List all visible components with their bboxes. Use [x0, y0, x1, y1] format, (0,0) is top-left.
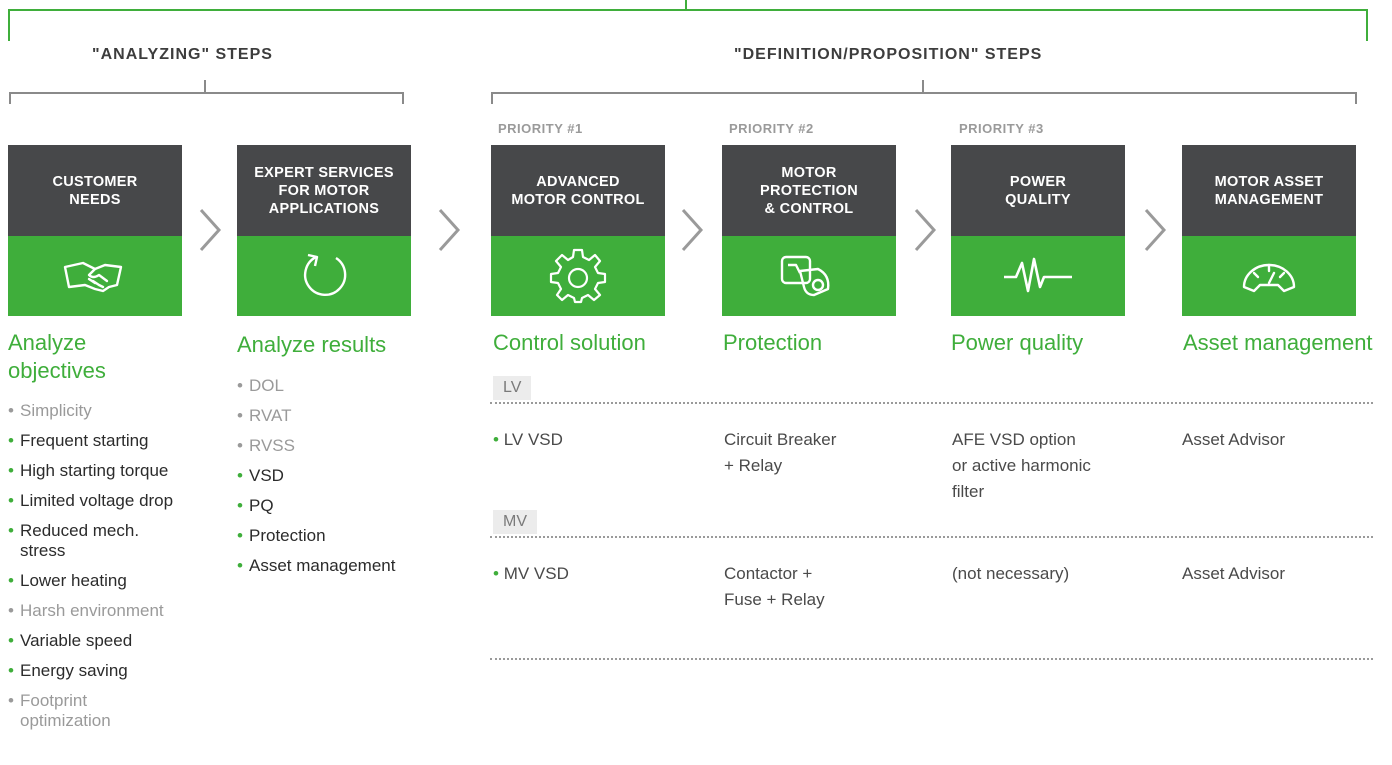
- gear-icon: [549, 248, 607, 304]
- lv-asset-cell: Asset Advisor: [1182, 430, 1285, 449]
- list-item: •Simplicity: [8, 401, 92, 420]
- heading-control-solution: Control solution: [493, 330, 646, 355]
- list-item: •RVSS: [237, 436, 295, 455]
- waveform-icon: [1004, 257, 1072, 293]
- list-item: •VSD: [237, 466, 284, 485]
- priority-1-label: PRIORITY #1: [498, 121, 583, 136]
- results-list: •DOL •RVAT •RVSS •VSD •PQ •Protection •A…: [237, 376, 447, 586]
- lv-control-cell: • LV VSD: [493, 430, 563, 449]
- priority-2-label: PRIORITY #2: [729, 121, 814, 136]
- card-title: MOTOR PROTECTION & CONTROL: [722, 145, 896, 236]
- list-item: •DOL: [237, 376, 284, 395]
- divider: [490, 402, 1373, 404]
- refresh-icon: [303, 253, 347, 296]
- mv-power-quality-cell: (not necessary): [952, 564, 1070, 583]
- list-item: •Energy saving: [8, 661, 128, 680]
- list-item: •PQ: [237, 496, 274, 515]
- list-item: •Limited voltage drop: [8, 491, 174, 510]
- mv-asset-cell: Asset Advisor: [1182, 564, 1285, 583]
- definition-steps-title: "DEFINITION/PROPOSITION" STEPS: [734, 46, 1043, 63]
- card-motor-protection: MOTOR PROTECTION & CONTROL: [722, 145, 896, 316]
- card-title: ADVANCED MOTOR CONTROL: [491, 145, 665, 236]
- top-bracket: [8, 9, 1368, 41]
- card-advanced-motor-control: ADVANCED MOTOR CONTROL: [491, 145, 665, 316]
- list-item: •Lower heating: [8, 571, 127, 590]
- handshake-icon: [63, 261, 123, 293]
- card-title: CUSTOMER NEEDS: [8, 145, 182, 236]
- heading-asset-management: Asset management: [1183, 330, 1373, 355]
- gauge-icon: [1242, 263, 1296, 293]
- list-item: •Protection: [237, 526, 326, 545]
- protection-icon: [780, 255, 830, 296]
- list-item: •Frequent starting: [8, 431, 149, 450]
- mv-tag: MV: [493, 510, 537, 534]
- chevron-right-icon: [438, 208, 461, 252]
- chevron-right-icon: [1144, 208, 1167, 252]
- list-item: •Reduced mech. stress: [8, 521, 140, 560]
- heading-analyze-results: Analyze results: [237, 332, 387, 357]
- chevron-right-icon: [199, 208, 222, 252]
- heading-protection: Protection: [723, 330, 823, 355]
- divider: [490, 536, 1373, 538]
- card-customer-needs: CUSTOMER NEEDS: [8, 145, 182, 316]
- list-item: •Footprint optimization: [8, 691, 111, 730]
- card-power-quality: POWER QUALITY: [951, 145, 1125, 316]
- analyzing-steps-title: "ANALYZING" STEPS: [92, 46, 273, 63]
- card-title: POWER QUALITY: [951, 145, 1125, 236]
- top-bracket-stem: [685, 0, 687, 10]
- heading-power-quality: Power quality: [951, 330, 1084, 355]
- card-title: EXPERT SERVICES FOR MOTOR APPLICATIONS: [237, 145, 411, 236]
- divider: [490, 658, 1373, 660]
- analyzing-bracket: [9, 92, 404, 104]
- mv-control-cell: • MV VSD: [493, 564, 569, 583]
- mv-protection-cell: Contactor + Fuse + Relay: [724, 564, 825, 609]
- definition-bracket-stem: [922, 80, 924, 93]
- definition-bracket: [491, 92, 1357, 104]
- card-motor-asset-management: MOTOR ASSET MANAGEMENT: [1182, 145, 1356, 316]
- lv-power-quality-cell: AFE VSD option or active harmonic filter: [952, 430, 1091, 501]
- list-item: •Harsh environment: [8, 601, 164, 620]
- chevron-right-icon: [681, 208, 704, 252]
- card-expert-services: EXPERT SERVICES FOR MOTOR APPLICATIONS: [237, 145, 411, 316]
- objectives-list: •Simplicity •Frequent starting •High sta…: [8, 401, 223, 741]
- lv-tag: LV: [493, 376, 532, 400]
- chevron-right-icon: [914, 208, 937, 252]
- card-title: MOTOR ASSET MANAGEMENT: [1182, 145, 1356, 236]
- list-item: •RVAT: [237, 406, 292, 425]
- heading-analyze-objectives: Analyze objectives: [8, 330, 106, 383]
- list-item: •Asset management: [237, 556, 396, 575]
- lv-protection-cell: Circuit Breaker + Relay: [724, 430, 837, 475]
- analyzing-bracket-stem: [204, 80, 206, 93]
- list-item: •High starting torque: [8, 461, 169, 480]
- priority-3-label: PRIORITY #3: [959, 121, 1044, 136]
- list-item: •Variable speed: [8, 631, 133, 650]
